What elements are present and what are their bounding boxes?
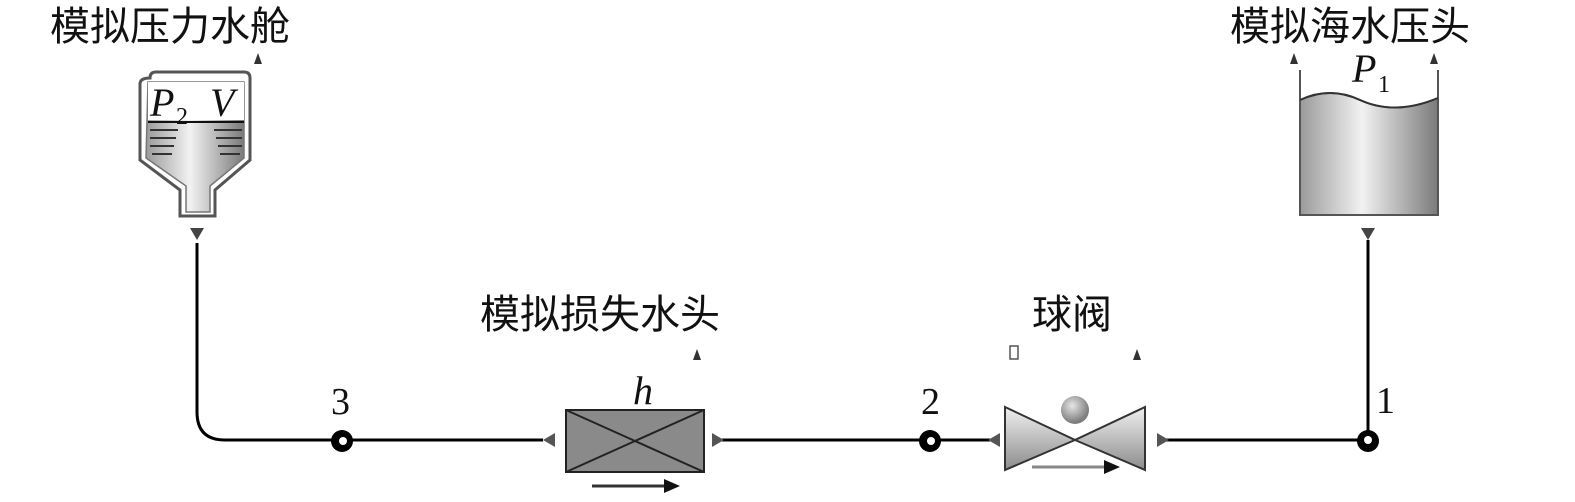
- loss-head-flow-arrow-icon: [592, 479, 680, 493]
- pressure-cabin-p-subscript: 2: [176, 104, 188, 130]
- seawater-head-label: 模拟海水压头: [1230, 4, 1470, 50]
- pressure-cabin-port-icon: [254, 53, 262, 64]
- loss-head-label: 模拟损失水头: [480, 292, 720, 338]
- seawater-head-p-symbol: P: [1351, 46, 1376, 91]
- loss-head-element: 模拟损失水头 h: [480, 292, 724, 493]
- node-1-label: 1: [1376, 380, 1395, 422]
- pressure-cabin-fill-lines: [150, 129, 242, 155]
- ball-valve-inlet-arrow-icon: [988, 433, 1000, 447]
- seawater-head-port-icon-left: [1290, 53, 1298, 64]
- loss-head-outlet-arrow-icon: [712, 433, 724, 447]
- pressure-cabin: 模拟压力水舱 P 2 V: [50, 4, 290, 240]
- loss-head-port-icon: [693, 349, 701, 360]
- ball-valve-ball: [1061, 396, 1089, 424]
- loss-head-inlet-arrow-icon: [543, 433, 555, 447]
- pressure-cabin-outlet-icon: [190, 228, 204, 240]
- node-2: 2: [919, 381, 941, 452]
- ball-valve-body-right: [1072, 405, 1146, 472]
- pressure-cabin-p-symbol: P: [149, 80, 174, 125]
- seawater-head-tank-body: [1299, 92, 1439, 216]
- pipe-network: [195, 240, 1370, 442]
- seawater-head-p-subscript: 1: [1378, 72, 1390, 98]
- pipe-cabin-to-node3: [195, 243, 342, 442]
- pressure-cabin-v-symbol: V: [210, 80, 239, 125]
- pressure-cabin-label: 模拟压力水舱: [50, 4, 290, 50]
- node-3-label: 3: [331, 381, 350, 423]
- node-3: 3: [331, 381, 353, 452]
- seawater-head-port-icon-right: [1430, 53, 1438, 64]
- ball-valve-control-port-icon: [1009, 345, 1019, 360]
- ball-valve: 球阀: [988, 292, 1169, 474]
- loss-head-symbol: h: [633, 368, 653, 413]
- ball-valve-flow-arrow-icon: [1032, 460, 1120, 474]
- ball-valve-body-left: [1004, 405, 1078, 472]
- node-2-label: 2: [921, 381, 940, 423]
- ball-valve-label: 球阀: [1032, 292, 1112, 338]
- node-1: 1: [1357, 380, 1395, 452]
- ball-valve-outlet-arrow-icon: [1157, 433, 1169, 447]
- ball-valve-port-icon: [1133, 349, 1141, 360]
- seawater-head-tank: 模拟海水压头 P 1: [1230, 4, 1470, 240]
- seawater-head-outlet-icon: [1361, 228, 1375, 240]
